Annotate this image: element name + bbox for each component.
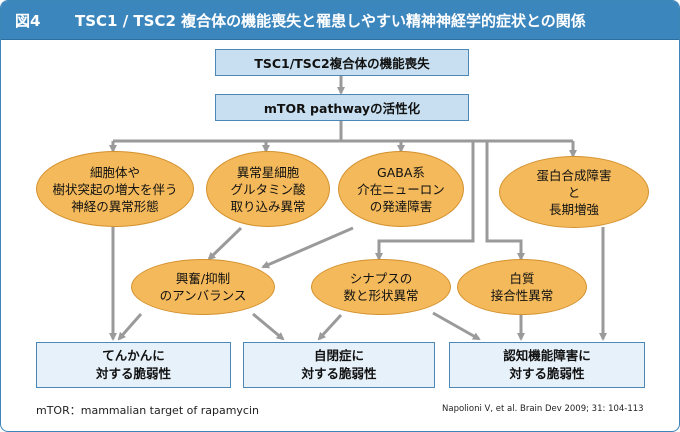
autism-outcome-box: 自閉症に 対する脆弱性 <box>243 342 435 388</box>
protein-line-1: 蛋白合成障害 <box>536 167 612 183</box>
title-bar: 図4 TSC1 / TSC2 複合体の機能喪失と罹患しやすい精神神経学的症状との… <box>1 1 679 40</box>
gaba-node: GABA系 介在ニューロン の発達障害 <box>338 151 464 227</box>
arrow-excitation-to-autism <box>252 312 285 341</box>
cognitive-line-1: 認知機能障害に <box>503 348 591 363</box>
arrow-excitation-to-epilepsy <box>117 313 143 341</box>
arrow-gaba-to-excitation <box>261 226 354 269</box>
figure-number: 図4 <box>15 12 41 30</box>
astrocyte-node: 異常星細胞 グルタミン酸 取り込み異常 <box>206 151 330 227</box>
cell-body-line-3: 神経の異常形態 <box>71 198 159 214</box>
astrocyte-line-1: 異常星細胞 <box>236 164 300 180</box>
epilepsy-outcome-box: てんかんに 対する脆弱性 <box>36 342 231 388</box>
arrow-astrocyte-to-excitation <box>207 226 243 261</box>
white-matter-line-1: 白質 <box>509 271 535 286</box>
synapse-node: シナプスの 数と形状異常 <box>311 259 451 315</box>
abbreviation-note: mTOR：mammalian target of rapamycin <box>36 404 260 417</box>
arrow-to-synapse <box>375 141 475 261</box>
cell-body-line-1: 細胞体や <box>89 164 140 180</box>
citation-note: Napolioni V, et al. Brain Dev 2009; 31: … <box>442 404 644 414</box>
astrocyte-line-3: 取り込み異常 <box>230 198 306 214</box>
astrocyte-line-2: グルタミン酸 <box>230 181 306 197</box>
protein-line-3: 長期増強 <box>548 201 599 217</box>
cognitive-outcome-box: 認知機能障害に 対する脆弱性 <box>449 342 645 388</box>
figure-title: TSC1 / TSC2 複合体の機能喪失と罹患しやすい精神神経学的症状との関係 <box>75 12 586 30</box>
tsc-loss-label: TSC1/TSC2複合体の機能喪失 <box>254 56 430 71</box>
epilepsy-line-2: 対する脆弱性 <box>95 366 171 381</box>
arrow-synapse-to-autism <box>317 313 343 341</box>
excitation-line-1: 興奮/抑制 <box>175 271 231 286</box>
tsc-loss-box: TSC1/TSC2複合体の機能喪失 <box>215 49 469 76</box>
cognitive-line-2: 対する脆弱性 <box>509 366 585 381</box>
gaba-line-1: GABA系 <box>377 164 425 180</box>
autism-line-1: 自閉症に <box>313 348 364 363</box>
gaba-line-3: の発達障害 <box>369 198 433 214</box>
synapse-line-1: シナプスの <box>349 271 413 286</box>
white-matter-line-2: 接合性異常 <box>490 288 554 303</box>
epilepsy-line-1: てんかんに <box>102 348 165 363</box>
white-matter-node: 白質 接合性異常 <box>457 259 587 315</box>
excitation-line-2: のアンバランス <box>159 288 247 303</box>
mtor-activation-box: mTOR pathwayの活性化 <box>215 94 469 121</box>
autism-line-2: 対する脆弱性 <box>301 366 377 381</box>
protein-line-2: と <box>567 184 581 200</box>
gaba-line-2: 介在ニューロン <box>357 181 445 197</box>
arrow-synapse-to-cognitive <box>432 311 481 341</box>
arrow-to-white-matter <box>485 141 525 261</box>
protein-synthesis-node: 蛋白合成障害 と 長期増強 <box>499 156 649 228</box>
mtor-activation-label: mTOR pathwayの活性化 <box>263 101 421 116</box>
excitation-inhibition-node: 興奮/抑制 のアンバランス <box>131 259 275 315</box>
cell-body-line-2: 樹状突起の増大を伴う <box>52 181 178 197</box>
cell-body-node: 細胞体や 樹状突起の増大を伴う 神経の異常形態 <box>36 151 194 227</box>
synapse-line-2: 数と形状異常 <box>343 288 419 303</box>
